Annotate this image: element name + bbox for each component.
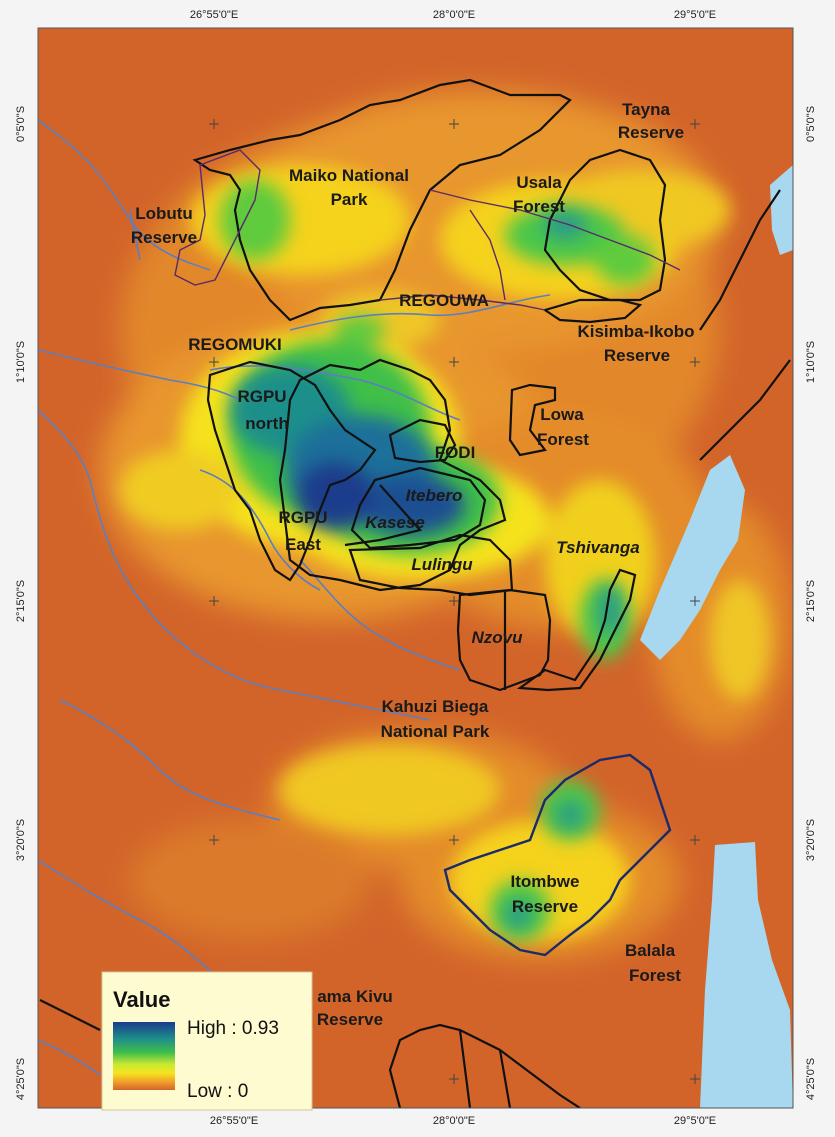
south-boundary: [388, 1023, 581, 1108]
top-tick: 29°5'0"E: [674, 9, 716, 21]
label-kahuzi-1: Kahuzi Biega: [382, 697, 489, 716]
label-tayna-2: Reserve: [618, 123, 684, 142]
label-regouwa: REGOUWA: [399, 291, 489, 310]
label-lowa-1: Lowa: [540, 405, 584, 424]
label-rgpu-east-1: RGPU: [278, 508, 327, 527]
label-nzovu: Nzovu: [472, 628, 524, 647]
map-panel: Tayna Reserve Maiko National Park Usala …: [38, 28, 793, 1108]
lake-edward: [640, 455, 745, 660]
label-kahuzi-2: National Park: [381, 722, 490, 741]
label-kisimba-2: Reserve: [604, 346, 670, 365]
left-tick: 2°15'0"S: [15, 580, 27, 622]
legend-color-ramp: [113, 1022, 175, 1090]
label-kivu-2: Reserve: [317, 1010, 383, 1029]
top-tick: 28°0'0"E: [433, 9, 475, 21]
legend-title: Value: [113, 987, 170, 1012]
label-kasese: Kasese: [365, 513, 425, 532]
kahuzi-highland: [516, 568, 637, 692]
label-fodi: FODI: [435, 443, 476, 462]
label-balala-2: Forest: [629, 966, 681, 985]
label-tshivanga: Tshivanga: [556, 538, 639, 557]
label-kivu-1: ama Kivu: [317, 987, 393, 1006]
label-itebero: Itebero: [406, 486, 463, 505]
label-kisimba-1: Kisimba-Ikobo: [577, 322, 694, 341]
itombwe-boundary: [443, 753, 672, 957]
label-itombwe-1: Itombwe: [511, 872, 580, 891]
right-axis: 0°5'0"S 1°10'0"S 2°15'0"S 3°20'0"S 4°25'…: [805, 106, 817, 1100]
right-tick: 4°25'0"S: [805, 1058, 817, 1100]
lakes: [640, 165, 793, 1108]
kisimba-boundary: [542, 298, 643, 324]
label-rgpu-north-2: north: [245, 414, 288, 433]
purple-boundaries: [174, 149, 681, 311]
top-tick: 26°55'0"E: [190, 9, 238, 21]
label-lobutu-1: Lobutu: [135, 204, 193, 223]
top-axis: 26°55'0"E 28°0'0"E 29°5'0"E: [190, 9, 716, 21]
left-axis: 0°5'0"S 1°10'0"S 2°15'0"S 3°20'0"S 4°25'…: [15, 106, 27, 1100]
right-tick: 1°10'0"S: [805, 341, 817, 383]
legend-low-label: Low : 0: [187, 1081, 248, 1102]
protected-area-boundaries: [39, 78, 791, 1108]
kahuzi-biega-boundary: [278, 358, 507, 592]
left-tick: 4°25'0"S: [15, 1058, 27, 1100]
label-maiko-1: Maiko National: [289, 166, 409, 185]
lake-albert: [770, 165, 793, 255]
lowa-boundary: [508, 383, 557, 457]
label-lobutu-2: Reserve: [131, 228, 197, 247]
label-rgpu-east-2: East: [285, 535, 321, 554]
bottom-tick: 26°55'0"E: [210, 1115, 258, 1127]
lake-kivu-tanganyika: [700, 842, 793, 1108]
rivers: [38, 119, 551, 1076]
maiko-boundary: [192, 78, 572, 322]
right-tick: 0°5'0"S: [805, 106, 817, 142]
label-usala-1: Usala: [516, 173, 562, 192]
label-itombwe-2: Reserve: [512, 897, 578, 916]
bottom-tick: 28°0'0"E: [433, 1115, 475, 1127]
fodi-boundary: [388, 418, 457, 464]
graticule: [209, 119, 700, 1084]
label-tayna-1: Tayna: [622, 100, 670, 119]
rgpu-boundary: [206, 360, 377, 582]
label-maiko-2: Park: [331, 190, 368, 209]
high-value-core: [230, 211, 622, 929]
legend-high-label: High : 0.93: [187, 1018, 279, 1039]
map-frame: [37, 27, 794, 1109]
bottom-axis: 26°55'0"E 28°0'0"E 29°5'0"E: [210, 1115, 716, 1127]
place-labels: Tayna Reserve Maiko National Park Usala …: [131, 100, 695, 1029]
left-tick: 1°10'0"S: [15, 341, 27, 383]
nzovu-boundary: [456, 588, 552, 692]
label-lowa-2: Forest: [537, 430, 589, 449]
label-rgpu-north-1: RGPU: [237, 387, 286, 406]
usala-boundary: [543, 148, 667, 302]
left-tick: 3°20'0"S: [15, 819, 27, 861]
label-lulingu: Lulingu: [411, 555, 473, 574]
left-tick: 0°5'0"S: [15, 106, 27, 142]
label-usala-2: Forest: [513, 197, 565, 216]
bottom-tick: 29°5'0"E: [674, 1115, 716, 1127]
east-border: [699, 189, 791, 461]
label-balala-1: Balala: [625, 941, 676, 960]
right-tick: 2°15'0"S: [805, 580, 817, 622]
legend: Value High : 0.93 Low : 0: [101, 971, 313, 1111]
kasese-line: [344, 484, 423, 547]
itebero-boundary: [350, 466, 487, 550]
label-regomuki: REGOMUKI: [188, 335, 282, 354]
right-tick: 3°20'0"S: [805, 819, 817, 861]
